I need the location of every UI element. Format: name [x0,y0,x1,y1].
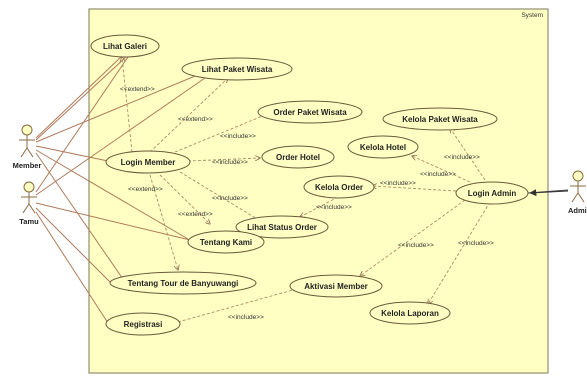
actor-admin-label: Admin [568,206,587,215]
label-extend-galeri: <<extend>> [120,86,155,93]
label-include-status: <<include>> [212,195,248,202]
admin-association [529,189,569,197]
label-include-kelola-order: <<include>> [380,180,416,187]
svg-text:Kelola Paket Wisata: Kelola Paket Wisata [402,115,478,124]
svg-text:Lihat Paket Wisata: Lihat Paket Wisata [202,65,273,74]
svg-text:Kelola Hotel: Kelola Hotel [360,143,406,152]
svg-text:Login Admin: Login Admin [468,189,517,198]
associations [35,55,569,324]
usecase-kelola-paket-wisata[interactable]: Kelola Paket Wisata [382,107,498,131]
svg-text:Kelola Order: Kelola Order [315,183,363,192]
label-include-order-hotel: <<include>> [212,159,248,166]
usecase-lihat-paket-wisata[interactable]: Lihat Paket Wisata [181,57,293,81]
usecase-login-admin[interactable]: Login Admin [455,181,529,205]
svg-text:Lihat Status Order: Lihat Status Order [247,223,317,232]
actor-tamu-label: Tamu [19,217,39,226]
system-label: System [521,12,543,19]
label-include-aktivasi: <<include>> [398,242,434,249]
svg-text:Order Paket Wisata: Order Paket Wisata [273,108,347,117]
member-head-icon [21,124,33,136]
label-include-registrasi: <<include>> [228,314,264,321]
usecase-lihat-status-order[interactable]: Lihat Status Order [235,215,329,239]
svg-text:Login Member: Login Member [121,158,176,167]
actor-tamu[interactable] [21,181,37,214]
label-include-kelola-paket: <<include>> [444,154,480,161]
label-include-order-status: <<include>> [316,204,352,211]
usecase-tentang-tour[interactable]: Tentang Tour de Banyuwangi [109,271,257,295]
svg-text:Lihat Galeri: Lihat Galeri [103,42,147,51]
label-extend-kami: <<extend>> [178,211,213,218]
relation-labels: <<extend>> <<extend>> <<include>> <<incl… [120,86,494,321]
svg-text:Aktivasi Member: Aktivasi Member [304,282,368,291]
usecase-lihat-galeri[interactable]: Lihat Galeri [90,34,160,58]
usecase-tentang-kami[interactable]: Tentang Kami [187,230,265,254]
admin-head-icon [572,170,584,182]
actor-member[interactable] [19,124,35,158]
usecase-kelola-hotel[interactable]: Kelola Hotel [347,135,419,159]
usecase-login-member[interactable]: Login Member [105,150,191,174]
svg-text:Tentang Tour de Banyuwangi: Tentang Tour de Banyuwangi [128,279,239,288]
label-include-order-paket: <<include>> [220,133,256,140]
svg-text:Order Hotel: Order Hotel [276,153,320,162]
svg-text:Kelola Laporan: Kelola Laporan [381,309,439,318]
use-cases: Lihat Galeri Lihat Paket Wisata Order Pa… [90,34,529,336]
label-extend-tour: <<extend>> [128,186,163,193]
label-include-laporan: <<include>> [458,240,494,247]
usecase-kelola-laporan[interactable]: Kelola Laporan [369,301,451,325]
actor-member-label: Member [13,161,42,170]
usecase-order-hotel[interactable]: Order Hotel [261,145,335,169]
svg-text:Tentang Kami: Tentang Kami [200,238,252,247]
svg-text:Registrasi: Registrasi [124,320,163,329]
usecase-aktivasi-member[interactable]: Aktivasi Member [289,274,383,298]
dashed-relations [122,57,491,323]
label-extend-paket: <<extend>> [178,116,213,123]
usecase-registrasi[interactable]: Registrasi [105,312,181,336]
label-include-kelola-hotel: <<include>> [420,171,456,178]
usecase-kelola-order[interactable]: Kelola Order [303,175,375,199]
tamu-head-icon [23,181,35,193]
usecase-order-paket-wisata[interactable]: Order Paket Wisata [257,100,363,124]
actor-admin[interactable] [570,170,586,203]
